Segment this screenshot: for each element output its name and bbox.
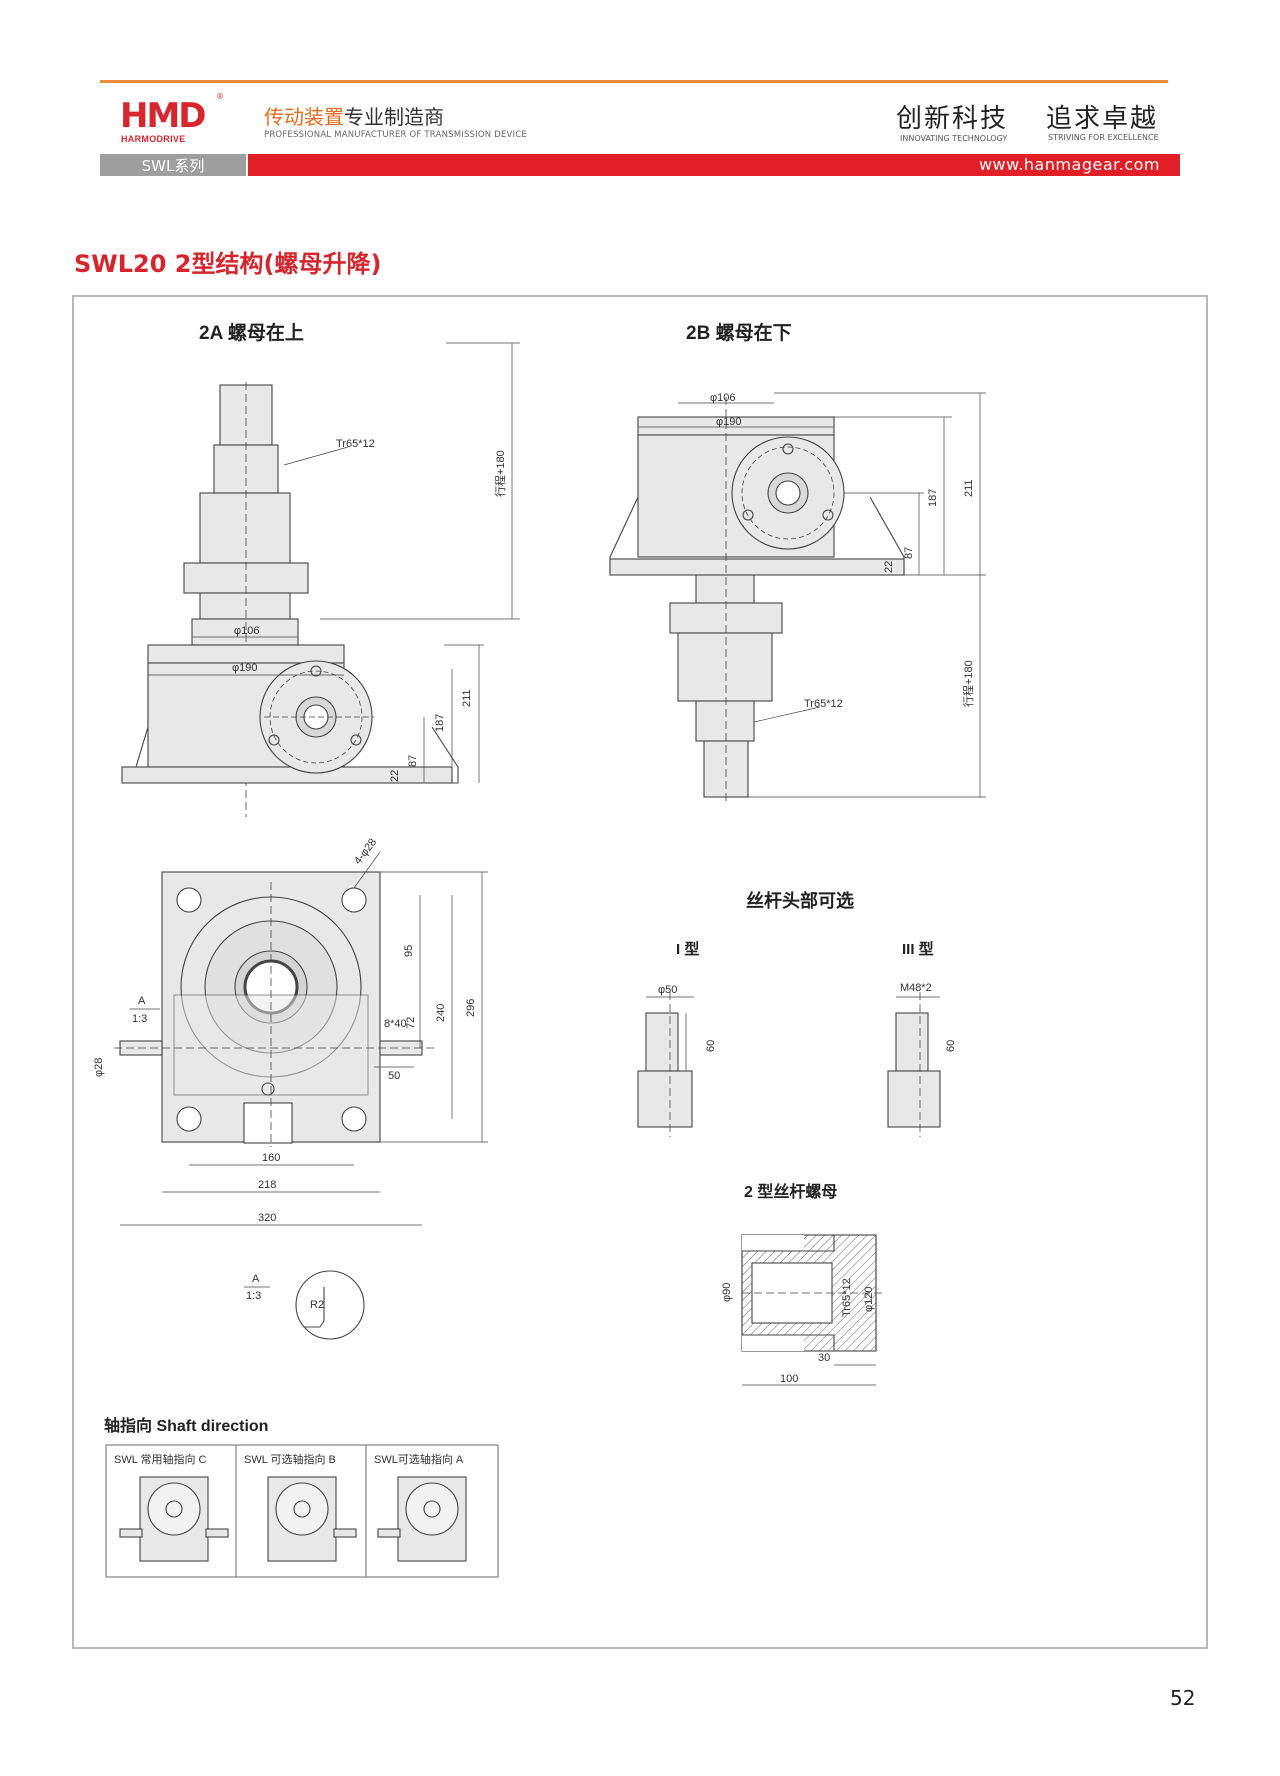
shaft-direction: 轴指向 Shaft direction SWL 常用轴指向 C SWL 可选轴指…	[104, 1416, 499, 1578]
slogan-excellence-cn: 追求卓越	[1046, 104, 1159, 134]
dim-296: 296	[465, 999, 477, 1017]
key-label: 8*40	[384, 1018, 407, 1030]
dim-218: 218	[258, 1179, 276, 1191]
type-i-label: I 型	[676, 940, 699, 958]
type-i-dia: φ50	[658, 984, 677, 996]
header-orange-rule	[100, 80, 1168, 83]
drawing-frame	[72, 295, 1208, 1649]
technical-drawing: 2A 螺母在上 行程+180	[93, 321, 986, 1578]
section-a-scale: 1:3	[132, 1013, 147, 1025]
stroke-label-2a: 行程+180	[494, 450, 507, 497]
series-label: SWL系列	[141, 157, 205, 175]
slogan-excellence-en: STRIVING FOR EXCELLENCE	[1048, 133, 1159, 142]
type-iii-label: III 型	[902, 940, 934, 958]
dim-72: 72	[405, 1017, 417, 1029]
dim-22-2b: 22	[883, 561, 895, 573]
nut-detail: 2 型丝杆螺母 φ90 Tr65*12 φ120 30 100	[721, 1182, 884, 1386]
shaft-dir-c-diagram	[119, 1476, 229, 1562]
shaft-dir-c: SWL 常用轴指向 C	[114, 1452, 207, 1466]
dim-95: 95	[403, 945, 415, 957]
tagline-en: PROFESSIONAL MANUFACTURER OF TRANSMISSIO…	[264, 130, 527, 140]
website-url: www.hanmagear.com	[978, 155, 1160, 174]
dim-240: 240	[435, 1004, 447, 1022]
slogan-innovating-en: INNOVATING TECHNOLOGY	[900, 134, 1008, 143]
dim-190-2b: φ190	[716, 416, 742, 428]
tagline-cn: 传动装置专业制造商	[264, 101, 444, 130]
registered-mark: ®	[216, 92, 224, 101]
screw-head-title: 丝杆头部可选	[746, 890, 854, 911]
screw-head-options: 丝杆头部可选 I 型 φ50 60 III 型 M48*2 60	[637, 890, 957, 1137]
dim-22-2a: 22	[389, 770, 401, 782]
dim-106-2a: φ106	[234, 625, 260, 637]
shaft-dir-title: 轴指向 Shaft direction	[104, 1416, 268, 1435]
page-title: SWL20 2型结构(螺母升降)	[74, 250, 382, 278]
dim-160: 160	[262, 1152, 280, 1164]
view-2b-title: 2B 螺母在下	[686, 321, 792, 344]
dim-50: 50	[388, 1070, 400, 1082]
dim-320: 320	[258, 1212, 276, 1224]
brand-logo: HMD	[120, 96, 207, 136]
plan-view: 4-φ28 296 240 95 72 8*40 50 φ28 A 1:3 16…	[93, 836, 488, 1340]
page-number: 52	[1170, 1686, 1196, 1710]
shaft-dir-a-diagram	[377, 1476, 467, 1562]
hole-label: 4-φ28	[352, 836, 379, 866]
nut-dia-120: φ120	[863, 1287, 875, 1313]
nut-dia-90: φ90	[721, 1283, 733, 1302]
tagline-cn-highlight: 传动装置	[264, 105, 344, 129]
dim-187-2a: 187	[434, 714, 446, 732]
dim-211-2b: 211	[963, 479, 975, 497]
nut-length-100: 100	[780, 1373, 798, 1385]
type-iii-thread: M48*2	[900, 982, 932, 994]
shaft-dir-b-diagram	[267, 1476, 357, 1562]
dim-190-2a: φ190	[232, 662, 258, 674]
section-a-mark: A	[138, 995, 146, 1007]
series-bar	[100, 154, 246, 176]
dim-211-2a: 211	[461, 689, 473, 707]
brand-name: HARMODRIVE	[121, 134, 186, 144]
view-2b: 2B 螺母在下 φ106 φ190 211	[609, 321, 986, 802]
detail-a-mark: A	[252, 1273, 260, 1285]
detail-a-scale: 1:3	[246, 1290, 261, 1302]
nut-title: 2 型丝杆螺母	[744, 1182, 837, 1201]
tagline-cn-rest: 专业制造商	[344, 105, 444, 129]
nut-thread: Tr65*12	[841, 1278, 853, 1317]
url-bar	[248, 154, 1180, 176]
view-2a-title: 2A 螺母在上	[199, 321, 304, 344]
radius-label: R2	[310, 1299, 324, 1311]
type-iii-length: 60	[945, 1040, 957, 1052]
dim-87-2b: 87	[903, 547, 915, 559]
slogan-innovating-cn: 创新科技	[896, 104, 1009, 134]
dim-106-2b: φ106	[710, 392, 736, 404]
thread-label-2b: Tr65*12	[804, 698, 843, 710]
dim-87-2a: 87	[407, 755, 419, 767]
dim-187-2b: 187	[927, 489, 939, 507]
shaft-dir-b: SWL 可选轴指向 B	[244, 1452, 336, 1466]
thread-label-2a: Tr65*12	[336, 438, 375, 450]
view-2a: 2A 螺母在上 行程+180	[121, 321, 520, 817]
type-i-length: 60	[705, 1040, 717, 1052]
nut-flange-30: 30	[818, 1352, 830, 1364]
stroke-label-2b: 行程+180	[962, 660, 975, 707]
shaft-dia: φ28	[93, 1058, 105, 1077]
shaft-dir-a: SWL可选轴指向 A	[374, 1452, 464, 1466]
